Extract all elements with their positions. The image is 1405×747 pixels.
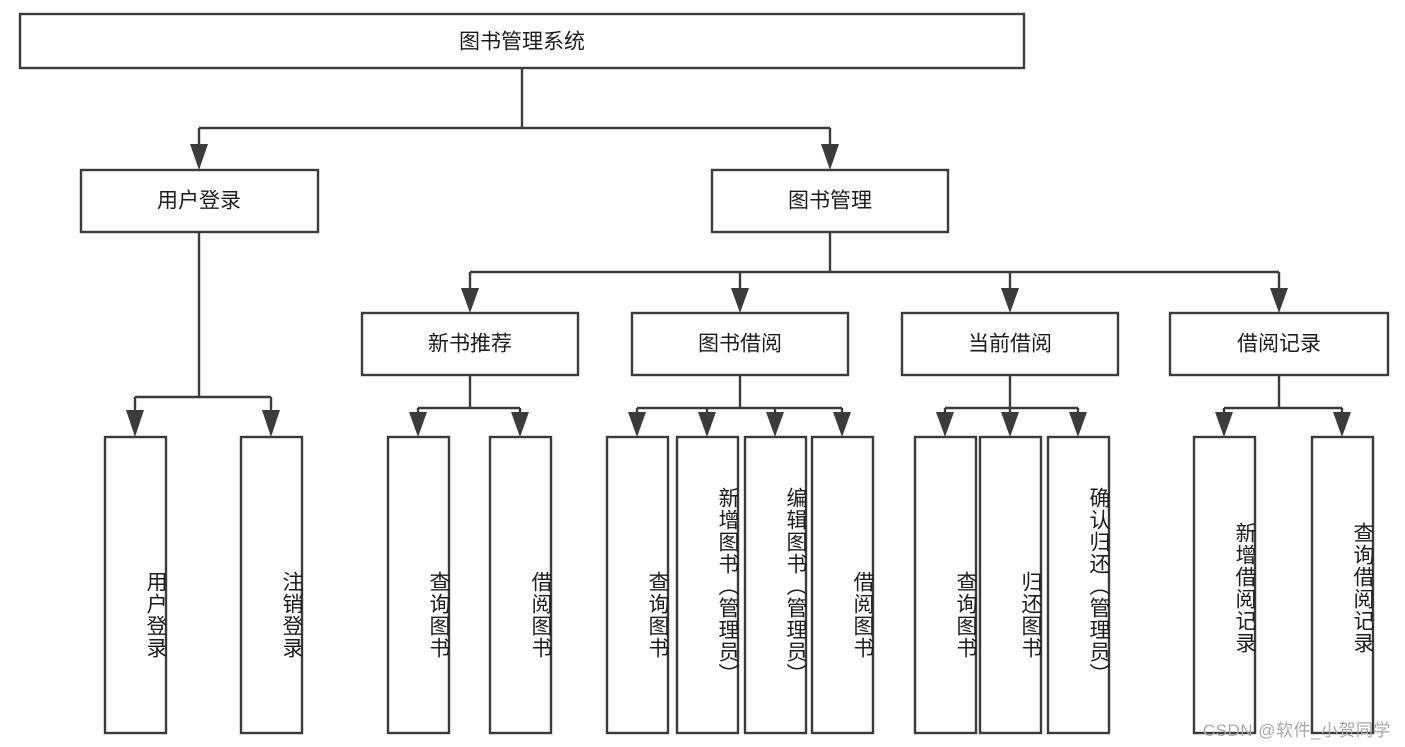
arrowhead-book-borrow (731, 288, 749, 313)
leaf-confirm-return-box[interactable] (1046, 435, 1111, 735)
node-user-login-box[interactable] (79, 168, 320, 234)
leaf-query-record-box[interactable] (1310, 435, 1375, 735)
arrowhead-leaf-borrow-book-1 (511, 412, 529, 437)
leaf-query-book-3-box[interactable] (913, 435, 978, 735)
arrowhead-leaf-add-record (1215, 412, 1233, 437)
leaf-edit-book-box[interactable] (743, 435, 808, 735)
leaf-add-record-box[interactable] (1192, 435, 1257, 735)
leaf-query-book-1-box[interactable] (386, 435, 451, 735)
connectors-book-management-to-level3 (461, 232, 1288, 313)
arrowhead-leaf-query-book-3 (936, 412, 954, 437)
arrowhead-leaf-borrow-book-2 (833, 412, 851, 437)
connectors-borrow-record-to-leaves (1215, 375, 1351, 437)
leaf-user-login-box[interactable] (103, 435, 168, 735)
node-borrow-record-box[interactable] (1168, 311, 1390, 377)
node-book-borrow-label: 图书借阅 (698, 333, 782, 356)
node-borrow-record-label: 借阅记录 (1237, 333, 1321, 356)
node-new-book-recommend-box[interactable] (360, 311, 580, 377)
node-root-box[interactable] (18, 12, 1026, 70)
connectors-root-to-level2 (190, 68, 839, 170)
arrowhead-leaf-return-book (1001, 412, 1019, 437)
node-current-borrow-label: 当前借阅 (968, 333, 1052, 356)
leaf-return-book-box[interactable] (978, 435, 1043, 735)
connectors-book-borrow-to-leaves (628, 375, 851, 437)
arrowhead-leaf-query-record (1333, 412, 1351, 437)
arrowhead-leaf-query-book-1 (409, 412, 427, 437)
arrowhead-leaf-user-login (126, 410, 144, 437)
arrowhead-leaf-confirm-return (1069, 412, 1087, 437)
connectors-user-login-to-leaves (126, 232, 280, 437)
arrowhead-user-login (190, 144, 208, 170)
node-new-book-recommend-label: 新书推荐 (428, 333, 512, 356)
node-book-management-label: 图书管理 (788, 190, 872, 213)
node-book-management-box[interactable] (710, 168, 950, 234)
arrowhead-leaf-query-book-2 (628, 412, 646, 437)
node-root-label: 图书管理系统 (459, 31, 585, 54)
node-user-login-label: 用户登录 (157, 190, 241, 213)
arrowhead-borrow-record (1270, 288, 1288, 313)
arrowhead-book-management (821, 144, 839, 170)
arrowhead-current-borrow (1001, 288, 1019, 313)
node-book-borrow-box[interactable] (630, 311, 850, 377)
leaf-borrow-book-1-box[interactable] (488, 435, 553, 735)
leaf-add-book-box[interactable] (675, 435, 740, 735)
arrowhead-leaf-add-book (698, 412, 716, 437)
arrowhead-leaf-edit-book (766, 412, 784, 437)
leaf-query-book-2-box[interactable] (605, 435, 670, 735)
node-current-borrow-box[interactable] (900, 311, 1120, 377)
arrowhead-leaf-logout-login (262, 410, 280, 437)
arrowhead-new-book (461, 288, 479, 313)
watermark-text: CSDN @软件_小贺同学 (1202, 721, 1391, 740)
leaf-borrow-book-2-box[interactable] (810, 435, 875, 735)
leaf-logout-login-box[interactable] (239, 435, 304, 735)
connectors-new-book-to-leaves (409, 375, 529, 437)
connectors-current-borrow-to-leaves (936, 375, 1087, 437)
